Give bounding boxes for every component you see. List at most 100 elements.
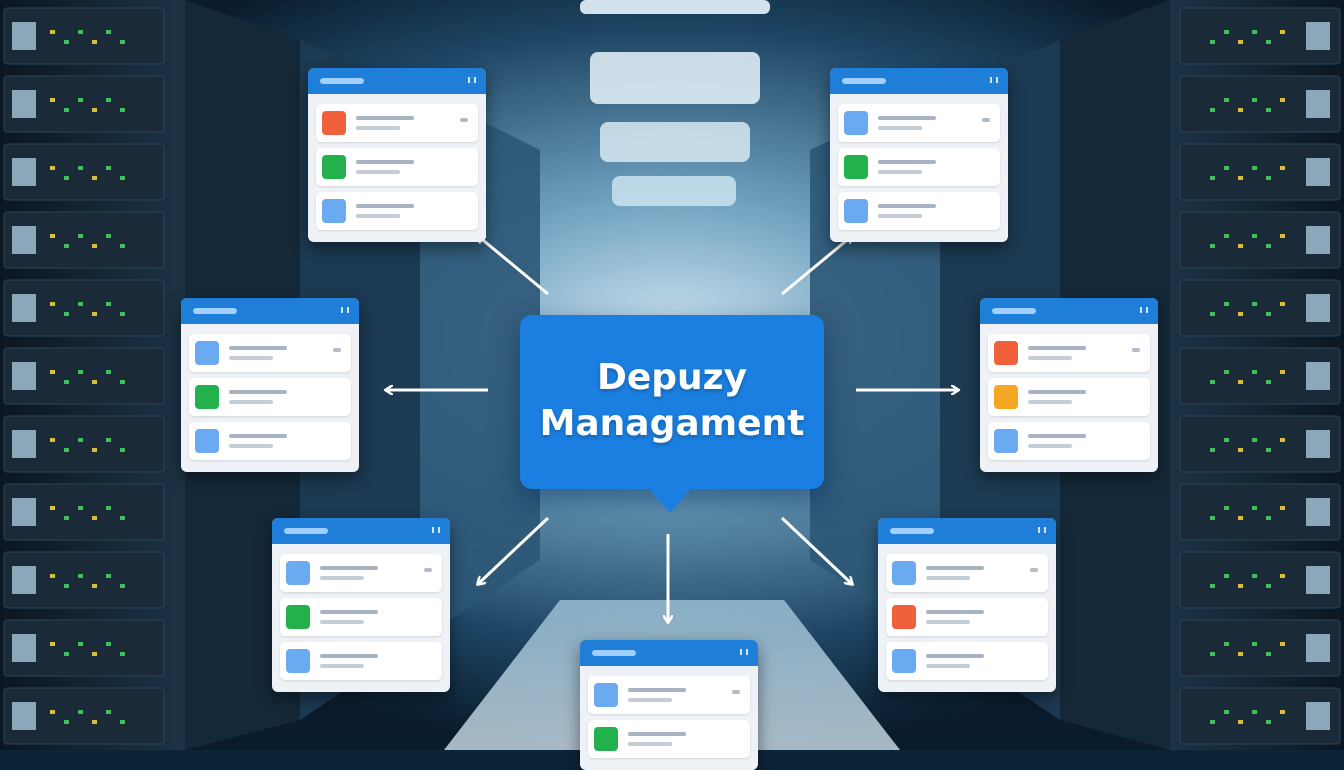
rack-led	[1210, 380, 1215, 384]
row-tag	[1030, 568, 1038, 572]
rack-led	[50, 710, 55, 714]
card-menu-icon	[740, 649, 748, 655]
rack-led	[120, 516, 125, 520]
rack-panel	[1306, 226, 1330, 254]
rack-unit	[1179, 687, 1341, 745]
rack-led	[120, 108, 125, 112]
rack-led	[50, 574, 55, 578]
rack-led	[50, 98, 55, 102]
rack-led	[92, 176, 97, 180]
rack-led	[120, 380, 125, 384]
rack-led	[1224, 166, 1229, 170]
rack-led	[106, 370, 111, 374]
rack-led	[1252, 98, 1257, 102]
rack-led	[1224, 98, 1229, 102]
rack-led	[120, 312, 125, 316]
card-header	[272, 518, 450, 544]
rack-led	[1224, 710, 1229, 714]
card-row	[988, 334, 1150, 372]
rack-led	[1238, 312, 1243, 316]
card-header	[308, 68, 486, 94]
card-row	[988, 378, 1150, 416]
rack-led	[1224, 642, 1229, 646]
card-body	[830, 94, 1008, 242]
rack-led	[1266, 40, 1271, 44]
rack-led	[1280, 574, 1285, 578]
rack-panel	[1306, 430, 1330, 458]
rack-led	[106, 574, 111, 578]
rack-led	[1252, 166, 1257, 170]
rack-panel	[1306, 566, 1330, 594]
rack-led	[78, 574, 83, 578]
rack-led	[1210, 40, 1215, 44]
row-text-line	[1028, 356, 1072, 360]
rack-led	[1238, 380, 1243, 384]
rack-panel	[12, 226, 36, 254]
card-body	[980, 324, 1158, 472]
rack-led	[1210, 448, 1215, 452]
rack-panel	[12, 158, 36, 186]
row-text-line	[878, 126, 922, 130]
row-text-line	[878, 170, 922, 174]
row-text-line	[356, 214, 400, 218]
rack-unit	[3, 483, 165, 541]
card-row	[588, 720, 750, 758]
rack-led	[106, 642, 111, 646]
rack-led	[92, 448, 97, 452]
row-status-icon	[994, 429, 1018, 453]
card-row	[316, 104, 478, 142]
rack-led	[1252, 234, 1257, 238]
rack-unit	[3, 347, 165, 405]
rack-panel	[12, 22, 36, 50]
rack-unit	[1179, 483, 1341, 541]
rack-led	[1280, 438, 1285, 442]
card-mid-right	[980, 298, 1158, 472]
card-title-bar	[890, 528, 934, 534]
row-text-line	[926, 620, 970, 624]
card-row	[189, 334, 351, 372]
rack-led	[78, 30, 83, 34]
row-status-icon	[322, 199, 346, 223]
hub-bubble: Depuzy Managament	[520, 315, 824, 489]
rack-led	[1210, 176, 1215, 180]
rack-led	[106, 302, 111, 306]
rack-led	[64, 108, 69, 112]
card-title-bar	[320, 78, 364, 84]
rack-unit	[1179, 347, 1341, 405]
card-menu-icon	[1038, 527, 1046, 533]
rack-panel	[1306, 90, 1330, 118]
rack-led	[64, 652, 69, 656]
row-text-line	[1028, 390, 1086, 394]
card-menu-icon	[432, 527, 440, 533]
row-tag	[982, 118, 990, 122]
card-row	[838, 104, 1000, 142]
rack-led	[78, 98, 83, 102]
row-status-icon	[994, 341, 1018, 365]
rack-led	[1210, 584, 1215, 588]
rack-led	[1210, 516, 1215, 520]
rack-unit	[1179, 75, 1341, 133]
row-text-line	[229, 434, 287, 438]
row-text-line	[229, 346, 287, 350]
rack-led	[120, 652, 125, 656]
row-status-icon	[195, 341, 219, 365]
rack-led	[1252, 438, 1257, 442]
rack-led	[64, 516, 69, 520]
rack-led	[120, 244, 125, 248]
rack-led	[92, 40, 97, 44]
rack-panel	[1306, 294, 1330, 322]
rack-led	[1224, 574, 1229, 578]
rack-led	[120, 40, 125, 44]
rack-led	[78, 506, 83, 510]
rack-led	[1238, 244, 1243, 248]
row-tag	[424, 568, 432, 572]
rack-led	[1210, 312, 1215, 316]
rack-led	[1238, 584, 1243, 588]
row-text-line	[1028, 444, 1072, 448]
rack-led	[1252, 642, 1257, 646]
row-text-line	[926, 610, 984, 614]
rack-led	[1238, 176, 1243, 180]
rack-led	[106, 234, 111, 238]
row-status-icon	[195, 429, 219, 453]
row-status-icon	[286, 649, 310, 673]
